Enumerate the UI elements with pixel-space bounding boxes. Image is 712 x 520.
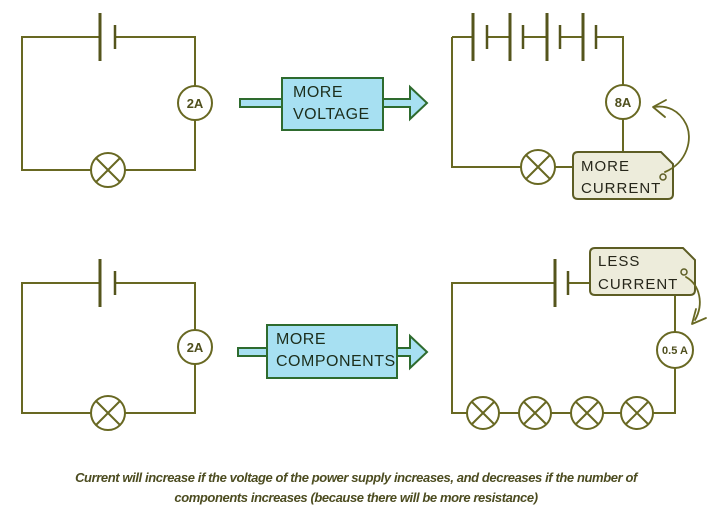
ammeter-circle [177,329,213,365]
more-current-tag: MORE CURRENT [572,151,674,200]
battery-cell-icon [553,259,570,307]
tag-shape [572,151,674,200]
arrow-label-line-1: MORE [293,84,343,101]
curved-pointer-arrow [652,99,690,173]
lamp-cross [525,154,551,180]
ammeter-circle [177,85,213,121]
lamp-icon [90,395,126,431]
caption: Current will increase if the voltage of … [75,470,639,505]
arrow-label-box [266,324,398,379]
wire [21,282,196,414]
more-components-arrow: MORE COMPONENTS [237,324,429,379]
circuit-bottom-right-after: 0.5 A LESS CURRENT [451,247,707,430]
arrow-label-line-2: COMPONENTS [276,353,396,370]
caption-line-1: Current will increase if the voltage of … [75,470,639,485]
lamp-icon [90,152,126,188]
ammeter: 2A [177,85,213,121]
less-current-tag: LESS CURRENT [589,247,696,296]
lamp-icon [570,396,604,430]
wire [451,36,624,168]
lamp-cross [575,401,599,425]
circuit-top-left-before: 2A [21,13,213,188]
wire [451,282,676,414]
caption-line-2: components increases (because there will… [174,490,537,505]
arrow-label-box [281,77,384,131]
lamp-cross [471,401,495,425]
lamp-icon [520,149,556,185]
pointer-curve [653,105,690,173]
tag-hole [659,173,667,181]
tag-label-line-1: MORE [581,158,630,175]
lamp-cross [625,401,649,425]
lamp-cross [95,400,121,426]
ammeter: 2A [177,329,213,365]
lamp-cross [95,157,121,183]
tag-label-line-1: LESS [598,253,640,270]
battery-pack-icon [471,13,598,61]
battery-cell-icon [98,259,117,307]
tag-hole [680,268,688,276]
lamp-icon [620,396,654,430]
wire [21,36,196,171]
circuit-top-right-after: 8A MORE CURRENT [451,13,690,200]
arrow-label-line-2: VOLTAGE [293,106,370,123]
tag-shape [589,247,696,296]
lamp-cross [523,401,547,425]
ammeter-reading: 2A [187,96,204,111]
battery-cell-icon [98,13,117,61]
ammeter: 8A [605,84,641,120]
lamp-icon [518,396,552,430]
more-voltage-arrow: MORE VOLTAGE [239,77,429,131]
arrow-label-line-1: MORE [276,331,326,348]
curved-pointer-arrow [685,276,707,325]
ammeter-reading: 8A [615,95,632,110]
ammeter-reading: 2A [187,340,204,355]
pointer-curve [685,276,701,321]
ammeter-circle [656,331,694,369]
pointer-arrowhead [652,99,667,118]
ammeter-reading: 0.5 A [662,345,688,357]
lamp-icon [466,396,500,430]
ammeter: 0.5 A [656,331,694,369]
tag-label-line-2: CURRENT [581,180,661,197]
tag-label-line-2: CURRENT [598,276,678,293]
circuit-bottom-left-before: 2A [21,259,213,431]
ammeter-circle [605,84,641,120]
pointer-arrowhead [691,308,707,325]
